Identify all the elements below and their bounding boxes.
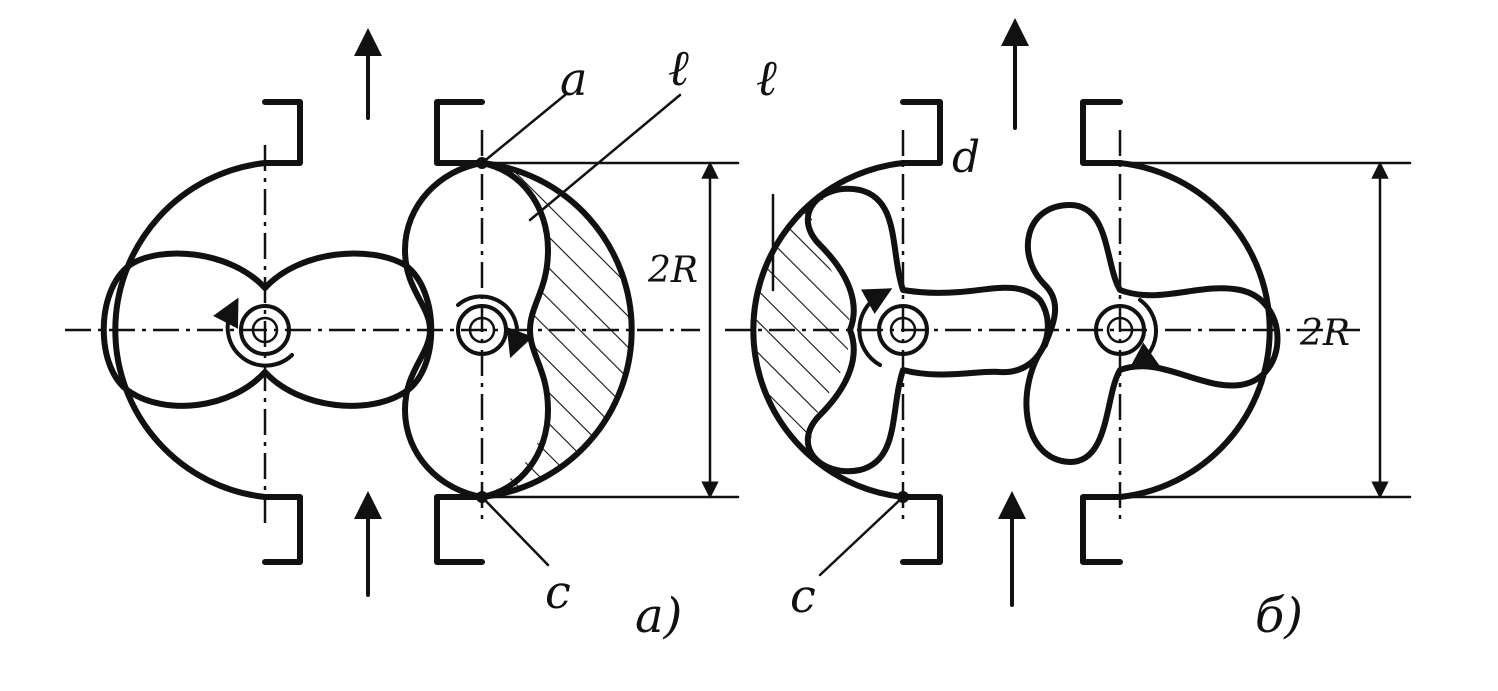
label-c-left: c: [545, 565, 571, 619]
label-d: d: [952, 132, 980, 183]
leader-a: [480, 93, 567, 165]
panel-a: [65, 28, 740, 597]
left-shaft-inner-b: [889, 316, 917, 344]
left-bottom-port-bracket-a: [262, 494, 303, 565]
label-b-right: ℓ: [756, 49, 777, 107]
left-top-port-bracket-a: [262, 99, 303, 166]
label-2r-left: 2R: [647, 250, 698, 291]
left-housing-a: [112, 160, 268, 500]
label-a: a: [560, 52, 587, 106]
left-top-port-bracket-b: [900, 99, 943, 166]
hatched-pocket-a: [482, 163, 632, 497]
label-2r-right: 2R: [1299, 313, 1350, 354]
right-housing-b: [1117, 160, 1273, 500]
leader-c-right: [818, 495, 905, 577]
right-rotor-b: [1023, 202, 1281, 465]
right-housing-a: [479, 160, 635, 500]
right-top-port-bracket-a: [434, 99, 485, 166]
right-shaft-inner-b: [1106, 316, 1134, 344]
label-b-left: ℓ: [668, 39, 689, 97]
leader-c-left: [480, 495, 550, 567]
left-rotation-arrow-b: [857, 288, 893, 367]
right-shaft-a: [456, 304, 508, 356]
left-housing-b: [750, 160, 906, 500]
left-shaft-inner-a: [251, 316, 279, 344]
right-top-port-bracket-b: [1080, 99, 1123, 166]
right-shaft-b: [1094, 304, 1146, 356]
right-rotation-arrow-a: [456, 294, 533, 359]
right-bottom-port-bracket-b: [1080, 494, 1123, 565]
label-c-right: c: [790, 569, 816, 623]
leader-b-left: [528, 93, 682, 222]
left-rotation-arrow-a: [213, 297, 294, 368]
right-rotation-arrow-b: [1128, 298, 1160, 371]
left-bottom-port-bracket-b: [900, 494, 943, 565]
right-shaft-inner-a: [468, 316, 496, 344]
panel-label-a: a): [635, 588, 682, 644]
hatched-pocket-b: [753, 163, 903, 497]
left-shaft-a: [239, 304, 291, 356]
left-rotor-b: [804, 185, 1051, 475]
panel-label-b: б): [1255, 588, 1303, 644]
panel-b: [725, 18, 1412, 607]
left-shaft-b: [877, 304, 929, 356]
right-bottom-port-bracket-a: [434, 494, 485, 565]
